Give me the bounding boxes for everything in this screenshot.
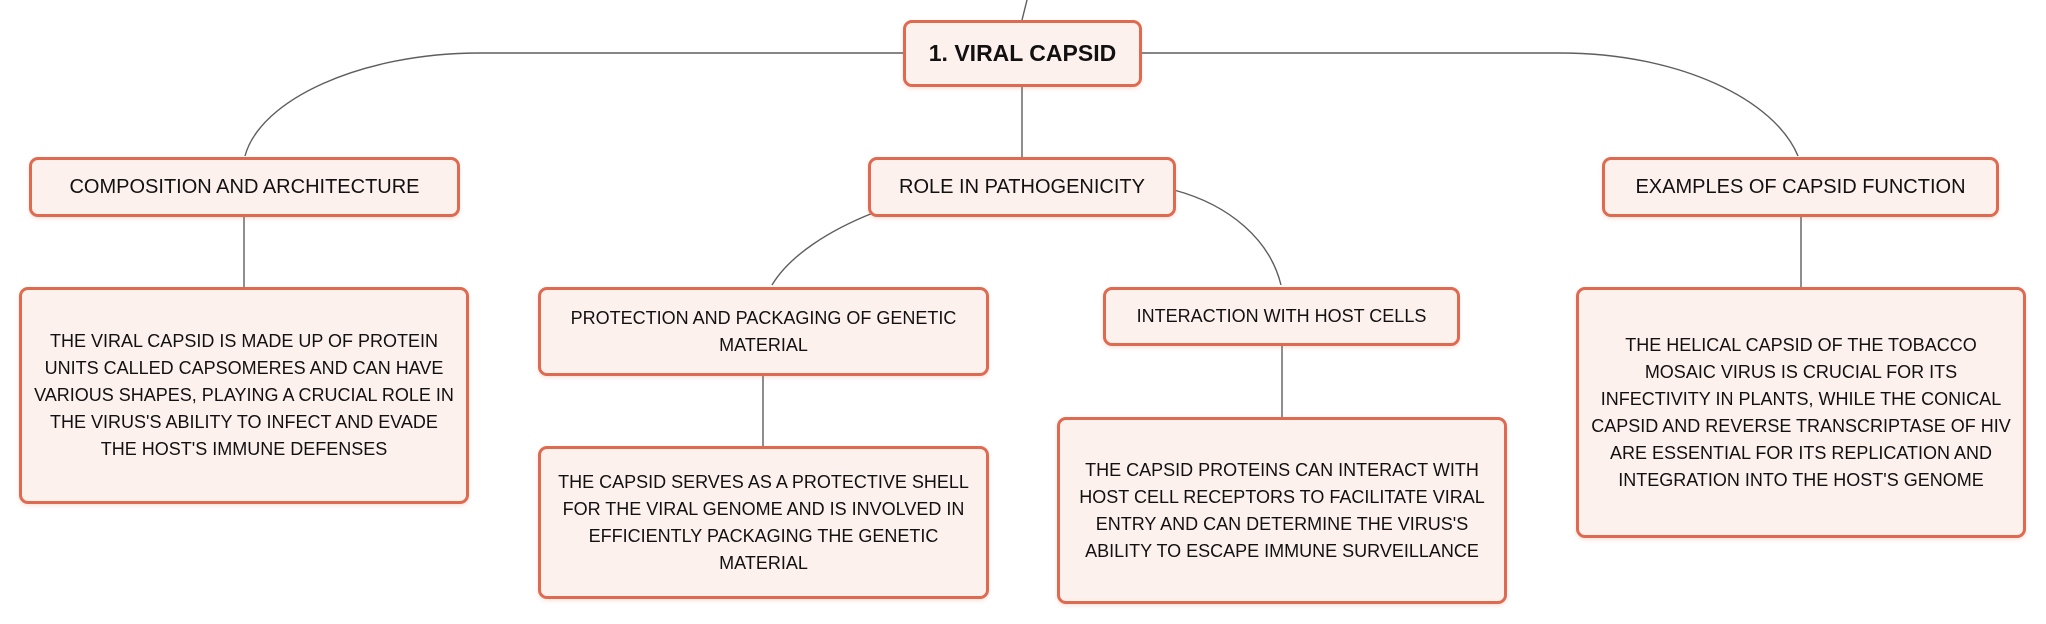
detail-node-composition[interactable]: THE VIRAL CAPSID IS MADE UP OF PROTEIN U… <box>19 287 469 504</box>
topic-node-pathogenicity[interactable]: ROLE IN PATHOGENICITY <box>868 157 1176 217</box>
detail-text-composition: THE VIRAL CAPSID IS MADE UP OF PROTEIN U… <box>34 331 454 459</box>
connector-root-to-parent <box>1021 0 1028 21</box>
subtopic-label-interaction: INTERACTION WITH HOST CELLS <box>1136 306 1427 326</box>
connector-root-to-examples <box>1142 52 1799 157</box>
topic-label-examples: EXAMPLES OF CAPSID FUNCTION <box>1635 175 1966 198</box>
subtopic-node-protection[interactable]: PROTECTION AND PACKAGING OF GENETIC MATE… <box>538 287 989 376</box>
connector-pathogenicity-to-interaction <box>1173 189 1282 286</box>
detail-text-examples: THE HELICAL CAPSID OF THE TOBACCO MOSAIC… <box>1591 334 2011 490</box>
detail-node-interaction[interactable]: THE CAPSID PROTEINS CAN INTERACT WITH HO… <box>1057 417 1507 604</box>
detail-text-interaction: THE CAPSID PROTEINS CAN INTERACT WITH HO… <box>1079 459 1485 561</box>
subtopic-label-protection: PROTECTION AND PACKAGING OF GENETIC MATE… <box>570 307 957 355</box>
detail-node-protection[interactable]: THE CAPSID SERVES AS A PROTECTIVE SHELL … <box>538 446 989 599</box>
connector-root-to-composition <box>244 52 903 157</box>
central-topic-node[interactable]: 1. VIRAL CAPSID <box>903 20 1142 87</box>
detail-node-examples[interactable]: THE HELICAL CAPSID OF THE TOBACCO MOSAIC… <box>1576 287 2026 538</box>
connector-pathogenicity-to-protection <box>771 212 874 286</box>
detail-text-protection: THE CAPSID SERVES AS A PROTECTIVE SHELL … <box>558 471 969 573</box>
topic-label-pathogenicity: ROLE IN PATHOGENICITY <box>899 175 1145 198</box>
topic-node-examples[interactable]: EXAMPLES OF CAPSID FUNCTION <box>1602 157 1999 217</box>
topic-node-composition[interactable]: COMPOSITION AND ARCHITECTURE <box>29 157 460 217</box>
topic-label-composition: COMPOSITION AND ARCHITECTURE <box>69 175 420 198</box>
central-topic-label: 1. VIRAL CAPSID <box>928 40 1117 66</box>
subtopic-node-interaction[interactable]: INTERACTION WITH HOST CELLS <box>1103 287 1460 346</box>
